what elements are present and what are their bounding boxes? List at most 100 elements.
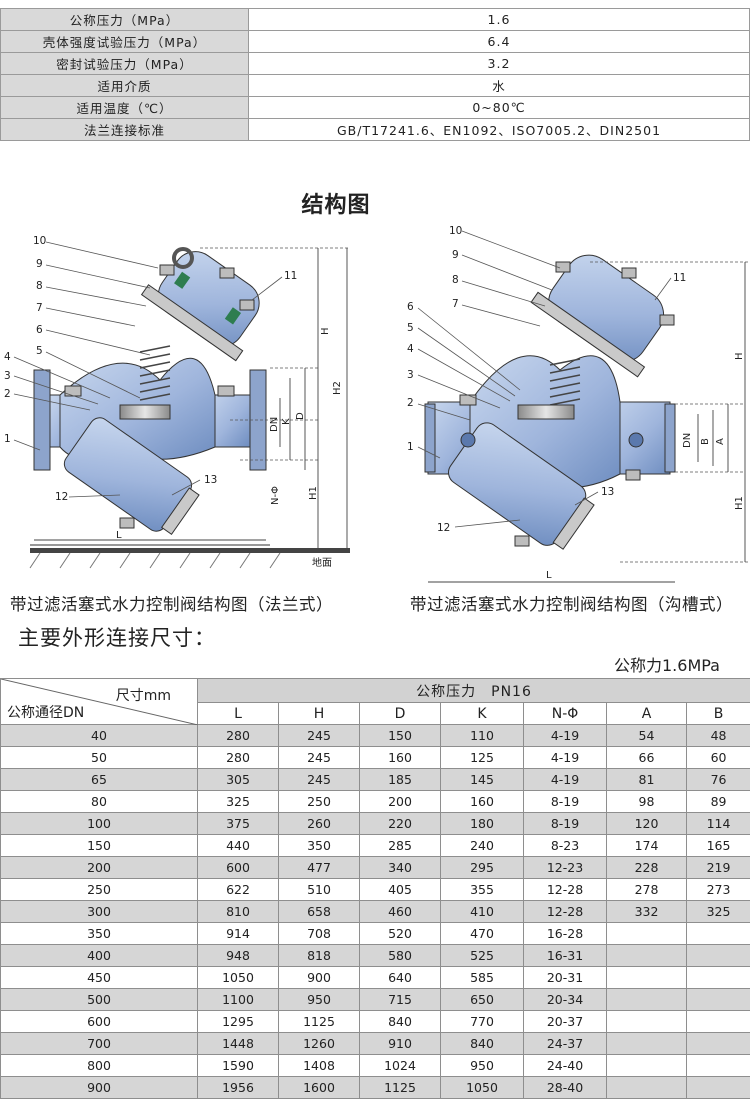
- dimension-cell: 1260: [278, 1032, 360, 1055]
- dimension-cell: [685, 944, 750, 967]
- dimension-cell: 405: [359, 878, 441, 901]
- svg-text:H1: H1: [734, 496, 745, 510]
- dimension-cell: 110: [440, 724, 524, 747]
- dimension-cell: 580: [359, 944, 441, 967]
- dimension-cell: 16-31: [523, 944, 607, 967]
- dimension-cell: 54: [606, 724, 687, 747]
- flanged-caption: 带过滤活塞式水力控制阀结构图（法兰式）: [10, 595, 333, 614]
- spec-row: 密封试验压力（MPa）3.2: [0, 52, 750, 75]
- dn-cell: 350: [0, 922, 198, 945]
- dn-cell: 150: [0, 834, 198, 857]
- dimension-cell: 840: [440, 1032, 524, 1055]
- svg-text:13: 13: [601, 486, 614, 498]
- dimension-cell: 332: [606, 900, 687, 923]
- dimension-cell: 8-19: [523, 812, 607, 835]
- dimension-cell: 525: [440, 944, 524, 967]
- svg-text:1: 1: [407, 441, 414, 453]
- dimension-cell: [606, 966, 687, 989]
- dimension-cell: 477: [278, 856, 360, 879]
- ground-hatch: [29, 552, 281, 569]
- dimension-cell: [606, 1010, 687, 1033]
- dn-cell: 40: [0, 724, 198, 747]
- dimension-cell: 355: [440, 878, 524, 901]
- svg-text:H2: H2: [332, 381, 343, 395]
- dimension-cell: 20-31: [523, 966, 607, 989]
- dimension-cell: 1600: [278, 1076, 360, 1099]
- dimension-cell: 1448: [197, 1032, 279, 1055]
- dimension-cell: 770: [440, 1010, 524, 1033]
- dimension-cell: 900: [278, 966, 360, 989]
- svg-text:9: 9: [36, 258, 43, 270]
- svg-text:3: 3: [407, 369, 414, 381]
- spec-label: 公称压力（MPa）: [0, 8, 249, 31]
- spec-label: 壳体强度试验压力（MPa）: [0, 30, 249, 53]
- dimension-cell: 250: [278, 790, 360, 813]
- dimension-cell: 12-28: [523, 900, 607, 923]
- dn-cell: 65: [0, 768, 198, 791]
- dimension-cell: 28-40: [523, 1076, 607, 1099]
- svg-text:4: 4: [407, 343, 414, 355]
- dimension-cell: 600: [197, 856, 279, 879]
- dimension-cell: [685, 922, 750, 945]
- svg-text:6: 6: [407, 301, 414, 313]
- dimension-cell: [685, 966, 750, 989]
- dn-cell: 200: [0, 856, 198, 879]
- column-header: L: [197, 702, 279, 725]
- spec-value: GB/T17241.6、EN1092、ISO7005.2、DIN2501: [248, 118, 750, 141]
- dimension-cell: 260: [278, 812, 360, 835]
- grooved-valve-drawing: 10 9 8 7 6 5 4 3 2 1 11 12 13: [407, 225, 748, 583]
- svg-text:L: L: [546, 570, 552, 581]
- dimension-cell: 114: [685, 812, 750, 835]
- dimension-cell: 350: [278, 834, 360, 857]
- dimension-cell: 81: [606, 768, 687, 791]
- dimension-cell: 20-34: [523, 988, 607, 1011]
- dimension-cell: 24-37: [523, 1032, 607, 1055]
- figure-title: 结构图: [301, 193, 371, 218]
- dimension-cell: 650: [440, 988, 524, 1011]
- dimension-cell: 185: [359, 768, 441, 791]
- dimension-cell: 460: [359, 900, 441, 923]
- dn-cell: 50: [0, 746, 198, 769]
- dimension-cell: 410: [440, 900, 524, 923]
- svg-text:A: A: [715, 438, 726, 445]
- dimension-cell: [685, 988, 750, 1011]
- spec-label: 法兰连接标准: [0, 118, 249, 141]
- dimension-cell: [606, 944, 687, 967]
- dimension-cell: [685, 1054, 750, 1077]
- dimension-cell: 1295: [197, 1010, 279, 1033]
- dimension-cell: 440: [197, 834, 279, 857]
- column-header: D: [359, 702, 441, 725]
- corner-dn-label: 公称通径DN: [7, 705, 85, 721]
- svg-text:9: 9: [452, 249, 459, 261]
- dimension-cell: [685, 1076, 750, 1099]
- svg-text:7: 7: [452, 298, 459, 310]
- svg-text:6: 6: [36, 324, 43, 336]
- dimension-cell: [606, 922, 687, 945]
- svg-text:H1: H1: [308, 486, 319, 500]
- dimension-cell: 200: [359, 790, 441, 813]
- dimension-cell: 520: [359, 922, 441, 945]
- spring: [139, 345, 171, 401]
- dn-cell: 250: [0, 878, 198, 901]
- svg-text:3: 3: [4, 370, 11, 382]
- piston: [119, 404, 171, 420]
- flanged-valve-drawing: 10 9 8 7 6 5 4 3 2 1 11 12 13: [4, 235, 350, 569]
- dimension-cell: 340: [359, 856, 441, 879]
- dn-cell: 450: [0, 966, 198, 989]
- svg-text:8: 8: [452, 274, 459, 286]
- svg-text:H: H: [320, 327, 331, 335]
- spec-row: 适用介质水: [0, 74, 750, 97]
- dimension-cell: 4-19: [523, 746, 607, 769]
- structure-diagrams: 10 9 8 7 6 5 4 3 2 1 11 12 13: [4, 225, 748, 583]
- dimension-cell: 818: [278, 944, 360, 967]
- dimension-cell: 160: [440, 790, 524, 813]
- dimension-cell: 228: [606, 856, 687, 879]
- svg-text:DN: DN: [269, 417, 280, 432]
- dimension-cell: 280: [197, 724, 279, 747]
- svg-text:12: 12: [55, 491, 68, 503]
- dn-cell: 400: [0, 944, 198, 967]
